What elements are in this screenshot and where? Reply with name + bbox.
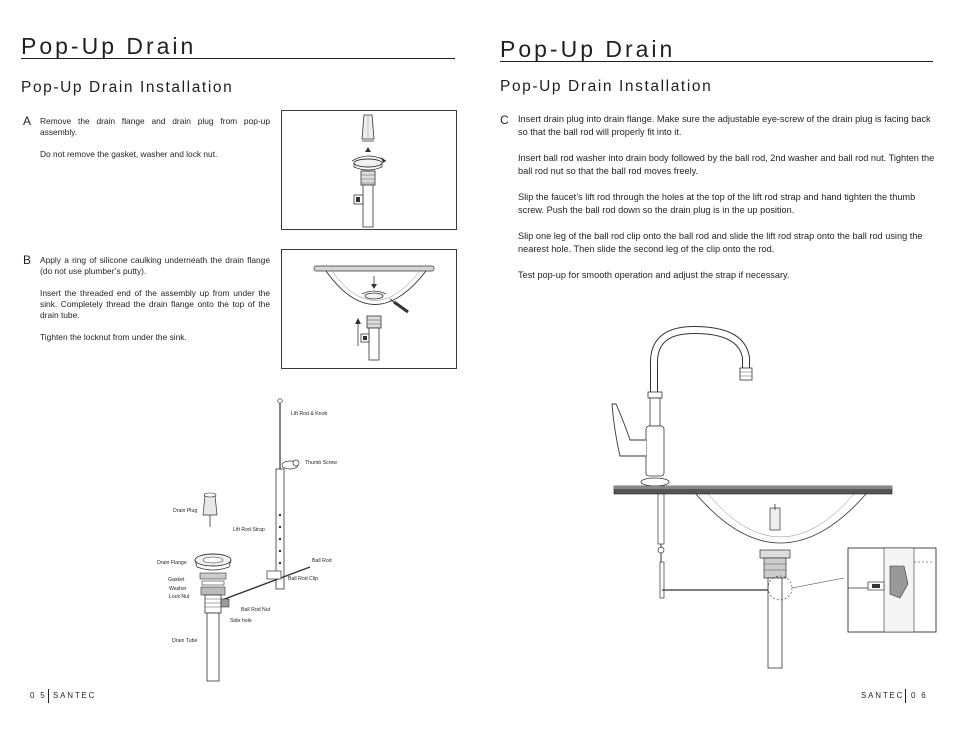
label-drain-flange: Drain Flange bbox=[157, 560, 187, 566]
step-b-text: Apply a ring of silicone caulking undern… bbox=[40, 255, 270, 354]
step-b-paragraph-3: Tighten the locknut from under the sink. bbox=[40, 332, 187, 342]
right-title-rule bbox=[500, 61, 933, 62]
step-b-letter: B bbox=[23, 253, 32, 267]
step-a-paragraph-1: Remove the drain flange and drain plug f… bbox=[40, 116, 270, 137]
label-thumb-screw: Thumb Screw bbox=[305, 460, 337, 466]
left-page-subtitle: Pop-Up Drain Installation bbox=[21, 79, 234, 96]
step-c-paragraph-4: Slip one leg of the ball rod clip onto t… bbox=[518, 231, 923, 254]
faucet-installation-illustration bbox=[611, 325, 937, 669]
right-page-number: 0 6 bbox=[911, 691, 928, 700]
left-page-number: 0 5 bbox=[30, 691, 47, 700]
left-footer-divider bbox=[48, 689, 49, 703]
label-gasket: Gasket bbox=[168, 577, 185, 583]
step-a-letter: A bbox=[23, 114, 32, 128]
label-ball-rod-clip: Ball Rod Clip bbox=[288, 576, 318, 582]
label-lock-nut: Lock Nut bbox=[169, 594, 190, 600]
label-drain-tube: Drain Tube bbox=[172, 638, 198, 644]
step-c-paragraph-2: Insert ball rod washer into drain body f… bbox=[518, 153, 935, 176]
label-lift-rod-knob: Lift Rod & Knob bbox=[291, 411, 328, 417]
label-ball-rod: Ball Rod bbox=[312, 558, 332, 564]
right-page-title: Pop-Up Drain bbox=[500, 36, 676, 62]
right-brand-logo: SANTEC bbox=[861, 691, 905, 700]
label-lift-rod-strap: Lift Rod Strap bbox=[233, 527, 265, 533]
left-title-rule bbox=[21, 58, 455, 59]
label-washer: Washer bbox=[169, 586, 187, 592]
step-c-paragraph-1: Insert drain plug into drain flange. Mak… bbox=[518, 114, 931, 137]
left-page-title: Pop-Up Drain bbox=[21, 33, 197, 59]
right-page-subtitle: Pop-Up Drain Installation bbox=[500, 78, 713, 95]
label-side-hole: Side hole bbox=[230, 618, 252, 624]
step-a-paragraph-2: Do not remove the gasket, washer and loc… bbox=[40, 149, 218, 159]
step-c-paragraph-5: Test pop-up for smooth operation and adj… bbox=[518, 270, 790, 280]
step-b-paragraph-2: Insert the threaded end of the assembly … bbox=[40, 288, 270, 320]
step-c-text: Insert drain plug into drain flange. Mak… bbox=[518, 113, 936, 295]
label-ball-rod-nut: Ball Rod Nut bbox=[241, 607, 271, 613]
parts-diagram bbox=[194, 398, 311, 682]
step-b-figure bbox=[281, 249, 457, 369]
right-footer-divider bbox=[905, 689, 906, 703]
step-c-paragraph-3: Slip the faucet’s lift rod through the h… bbox=[518, 192, 916, 215]
label-drain-plug: Drain Plug bbox=[173, 508, 198, 514]
step-c-letter: C bbox=[500, 113, 509, 127]
step-a-figure bbox=[281, 110, 457, 230]
left-brand-logo: SANTEC bbox=[53, 691, 97, 700]
sink-installation-illustration bbox=[313, 265, 435, 361]
drain-assembly-illustration bbox=[351, 114, 387, 228]
step-a-text: Remove the drain flange and drain plug f… bbox=[40, 116, 270, 171]
step-b-paragraph-1: Apply a ring of silicone caulking undern… bbox=[40, 255, 270, 276]
